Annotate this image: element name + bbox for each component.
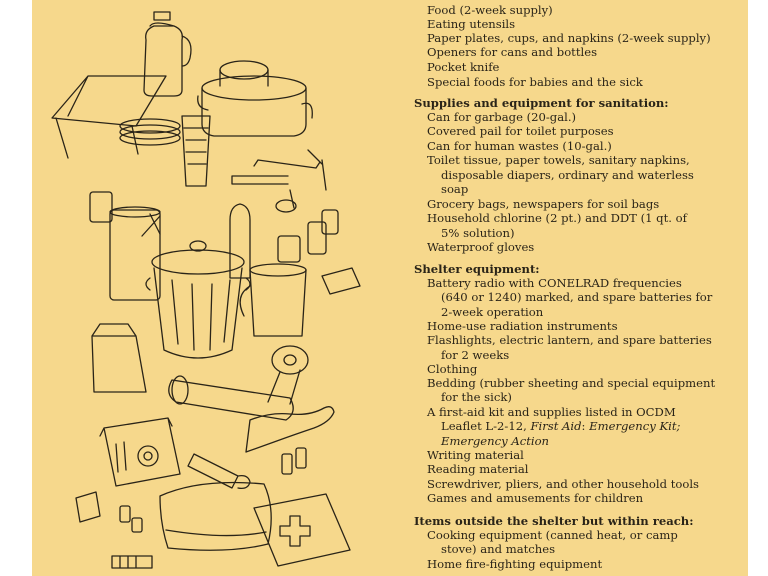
radio-drawing: [99, 417, 181, 487]
list-item: A first-aid kit and supplies listed in O…: [427, 405, 676, 419]
utensils-drawing: [231, 149, 327, 213]
covered-pail-drawing: [239, 263, 307, 337]
list-item: Grocery bags, newspapers for soil bags: [427, 197, 660, 211]
list-item: Pocket knife: [427, 60, 500, 74]
list-item-continuation: for 2 weeks: [441, 348, 510, 362]
section-heading-outside-shelter: Items outside the shelter but within rea…: [414, 514, 694, 528]
list-item: Can for human wastes (10-gal.): [427, 139, 612, 153]
list-item: Covered pail for toilet purposes: [427, 124, 614, 138]
toilet-tissue-drawing: [168, 375, 294, 421]
list-item-continuation: (640 or 1240) marked, and spare batterie…: [441, 290, 713, 304]
cans-drawing: [89, 191, 161, 301]
supplies-illustration: [51, 11, 361, 569]
first-aid-kit-drawing: [253, 493, 351, 567]
folding-stretcher-drawing: [51, 75, 167, 159]
section-heading-sanitation: Supplies and equipment for sanitation:: [414, 96, 669, 110]
tools-drawing: [111, 555, 153, 569]
blanket-drawing: [159, 481, 272, 551]
section-heading-shelter-equipment: Shelter equipment:: [414, 262, 540, 276]
list-item-continuation: 5% solution): [441, 226, 515, 240]
list-item: Openers for cans and bottles: [427, 45, 598, 59]
list-item: Can for garbage (20-gal.): [427, 110, 577, 124]
list-item: Flashlights, electric lantern, and spare…: [427, 333, 712, 347]
water-jug-drawing: [143, 11, 192, 97]
list-item: Screwdriver, pliers, and other household…: [427, 477, 699, 491]
paper-plates-drawing: [119, 118, 181, 146]
cups-stack-drawing: [181, 115, 211, 187]
list-item-continuation: soap: [441, 182, 469, 196]
leaflet-title: First Aid: [530, 419, 582, 433]
list-item: Home fire-fighting equipment: [427, 557, 603, 571]
list-item-continuation: stove) and matches: [441, 542, 556, 556]
list-item-continuation: disposable diapers, ordinary and waterle…: [441, 168, 694, 182]
list-item: Eating utensils: [427, 17, 516, 31]
checklist-text: Food (2-week supply) Eating utensils Pap…: [406, 0, 746, 576]
list-item: Home-use radiation instruments: [427, 319, 618, 333]
separator-colon: :: [581, 419, 586, 433]
list-item: Household chlorine (2 pt.) and DDT (1 qt…: [427, 211, 687, 225]
list-item: Battery radio with CONELRAD frequencies: [427, 276, 682, 290]
cooler-drawing: [197, 60, 313, 137]
list-item: Reading material: [427, 462, 529, 476]
garbage-can-drawing: [145, 240, 251, 359]
list-item: Special foods for babies and the sick: [427, 75, 643, 89]
list-item: Clothing: [427, 362, 478, 376]
leaflet-page: Food (2-week supply) Eating utensils Pap…: [32, 0, 748, 576]
list-item: Waterproof gloves: [427, 240, 535, 254]
leaflet-subtitle: Emergency Kit;: [589, 419, 681, 433]
list-item-continuation: 2-week operation: [441, 305, 544, 319]
list-item: Cooking equipment (canned heat, or camp: [427, 528, 678, 542]
list-item-continuation: for the sick): [441, 390, 512, 404]
bottles-drawing: [229, 203, 339, 279]
list-item: Bedding (rubber sheeting and special equ…: [427, 376, 716, 390]
list-item: Toilet tissue, paper towels, sanitary na…: [427, 153, 690, 167]
gloves-drawing: [245, 406, 335, 453]
list-item-text: Leaflet L-2-12,: [441, 419, 527, 433]
paper-towel-roll-drawing: [267, 345, 309, 405]
list-item-continuation: Emergency Action: [441, 434, 549, 448]
leaflet-subtitle: Emergency Action: [441, 434, 550, 448]
small-can-drawing: [321, 267, 361, 295]
grocery-bag-drawing: [91, 323, 147, 393]
box-drawing: [75, 491, 101, 523]
list-item: Games and amusements for children: [427, 491, 644, 505]
list-item-continuation: Leaflet L-2-12, First Aid: Emergency Kit…: [441, 419, 680, 433]
flashlight-drawing: [187, 453, 251, 490]
list-item: Paper plates, cups, and napkins (2-week …: [427, 31, 711, 45]
list-item: Food (2-week supply): [427, 3, 553, 17]
batteries-drawing: [119, 447, 307, 533]
list-item: Writing material: [427, 448, 524, 462]
